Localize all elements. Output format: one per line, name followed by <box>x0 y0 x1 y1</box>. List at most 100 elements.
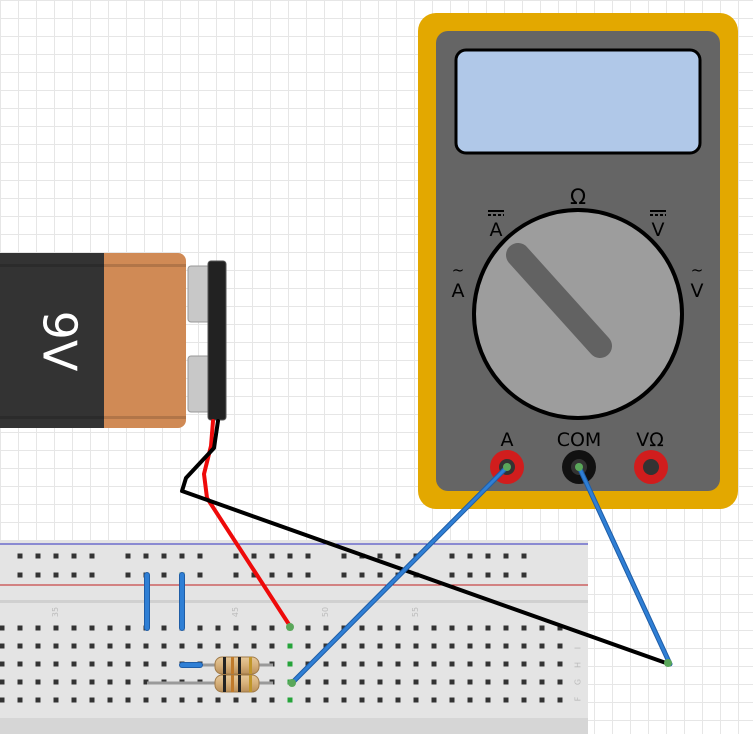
terminal-hole[interactable] <box>377 679 383 685</box>
terminal-hole[interactable] <box>17 679 23 685</box>
terminal-hole[interactable] <box>485 625 491 631</box>
rail-hole[interactable] <box>35 572 41 578</box>
terminal-hole[interactable] <box>341 697 347 703</box>
terminal-hole[interactable] <box>323 697 329 703</box>
terminal-hole[interactable] <box>485 679 491 685</box>
terminal-hole[interactable] <box>377 643 383 649</box>
terminal-hole[interactable] <box>539 661 545 667</box>
terminal-hole[interactable] <box>377 625 383 631</box>
terminal-hole[interactable] <box>269 643 275 649</box>
rail-hole[interactable] <box>89 553 95 559</box>
terminal-hole[interactable] <box>197 697 203 703</box>
terminal-hole[interactable] <box>323 625 329 631</box>
terminal-hole[interactable] <box>305 697 311 703</box>
terminal-hole[interactable] <box>107 661 113 667</box>
terminal-hole[interactable] <box>125 679 131 685</box>
rail-hole[interactable] <box>449 572 455 578</box>
terminal-hole[interactable] <box>323 679 329 685</box>
rail-hole[interactable] <box>71 553 77 559</box>
terminal-hole[interactable] <box>449 661 455 667</box>
terminal-hole[interactable] <box>323 661 329 667</box>
terminal-hole[interactable] <box>539 697 545 703</box>
rail-hole[interactable] <box>197 572 203 578</box>
terminal-hole[interactable] <box>413 643 419 649</box>
rail-hole[interactable] <box>359 572 365 578</box>
terminal-hole[interactable] <box>107 697 113 703</box>
terminal-hole[interactable] <box>377 661 383 667</box>
terminal-hole[interactable] <box>539 643 545 649</box>
rail-hole[interactable] <box>467 572 473 578</box>
terminal-hole[interactable] <box>53 661 59 667</box>
terminal-hole[interactable] <box>143 661 149 667</box>
terminal-hole[interactable] <box>125 697 131 703</box>
terminal-hole[interactable] <box>17 625 23 631</box>
terminal-hole[interactable] <box>449 679 455 685</box>
terminal-hole[interactable] <box>431 661 437 667</box>
terminal-hole[interactable] <box>71 679 77 685</box>
terminal-hole[interactable] <box>449 625 455 631</box>
rail-hole[interactable] <box>305 572 311 578</box>
terminal-hole[interactable] <box>467 625 473 631</box>
terminal-hole[interactable] <box>539 679 545 685</box>
terminal-hole[interactable] <box>287 643 293 649</box>
terminal-hole[interactable] <box>53 679 59 685</box>
terminal-hole[interactable] <box>269 697 275 703</box>
terminal-hole[interactable] <box>395 697 401 703</box>
terminal-hole[interactable] <box>395 643 401 649</box>
terminal-hole[interactable] <box>287 697 293 703</box>
terminal-hole[interactable] <box>53 697 59 703</box>
terminal-hole[interactable] <box>251 697 257 703</box>
terminal-hole[interactable] <box>0 625 5 631</box>
rail-hole[interactable] <box>269 572 275 578</box>
terminal-hole[interactable] <box>233 697 239 703</box>
rail-hole[interactable] <box>485 572 491 578</box>
terminal-hole[interactable] <box>503 661 509 667</box>
terminal-hole[interactable] <box>467 643 473 649</box>
rail-hole[interactable] <box>125 572 131 578</box>
terminal-hole[interactable] <box>107 679 113 685</box>
terminal-hole[interactable] <box>269 625 275 631</box>
rail-hole[interactable] <box>521 553 527 559</box>
rail-hole[interactable] <box>305 553 311 559</box>
rail-hole[interactable] <box>287 572 293 578</box>
terminal-hole[interactable] <box>89 625 95 631</box>
rail-hole[interactable] <box>197 553 203 559</box>
terminal-hole[interactable] <box>143 643 149 649</box>
terminal-hole[interactable] <box>557 679 563 685</box>
rail-hole[interactable] <box>467 553 473 559</box>
terminal-hole[interactable] <box>359 697 365 703</box>
terminal-hole[interactable] <box>0 697 5 703</box>
terminal-hole[interactable] <box>287 661 293 667</box>
wire-red-battery-positive[interactable] <box>202 419 292 628</box>
rail-hole[interactable] <box>395 553 401 559</box>
rail-hole[interactable] <box>179 553 185 559</box>
terminal-hole[interactable] <box>17 661 23 667</box>
terminal-hole[interactable] <box>107 643 113 649</box>
terminal-hole[interactable] <box>503 643 509 649</box>
rail-hole[interactable] <box>377 572 383 578</box>
terminal-hole[interactable] <box>377 697 383 703</box>
terminal-hole[interactable] <box>359 643 365 649</box>
terminal-hole[interactable] <box>0 643 5 649</box>
terminal-hole[interactable] <box>395 625 401 631</box>
terminal-hole[interactable] <box>125 661 131 667</box>
terminal-hole[interactable] <box>53 643 59 649</box>
rail-hole[interactable] <box>161 553 167 559</box>
terminal-hole[interactable] <box>89 643 95 649</box>
terminal-hole[interactable] <box>305 643 311 649</box>
rail-hole[interactable] <box>53 553 59 559</box>
terminal-hole[interactable] <box>35 643 41 649</box>
terminal-hole[interactable] <box>71 625 77 631</box>
rail-hole[interactable] <box>251 553 257 559</box>
terminal-hole[interactable] <box>413 661 419 667</box>
rail-hole[interactable] <box>71 572 77 578</box>
terminal-hole[interactable] <box>17 697 23 703</box>
rail-hole[interactable] <box>341 553 347 559</box>
terminal-hole[interactable] <box>539 625 545 631</box>
terminal-hole[interactable] <box>125 625 131 631</box>
terminal-hole[interactable] <box>485 643 491 649</box>
terminal-hole[interactable] <box>71 697 77 703</box>
terminal-hole[interactable] <box>251 643 257 649</box>
terminal-hole[interactable] <box>431 679 437 685</box>
terminal-hole[interactable] <box>341 679 347 685</box>
